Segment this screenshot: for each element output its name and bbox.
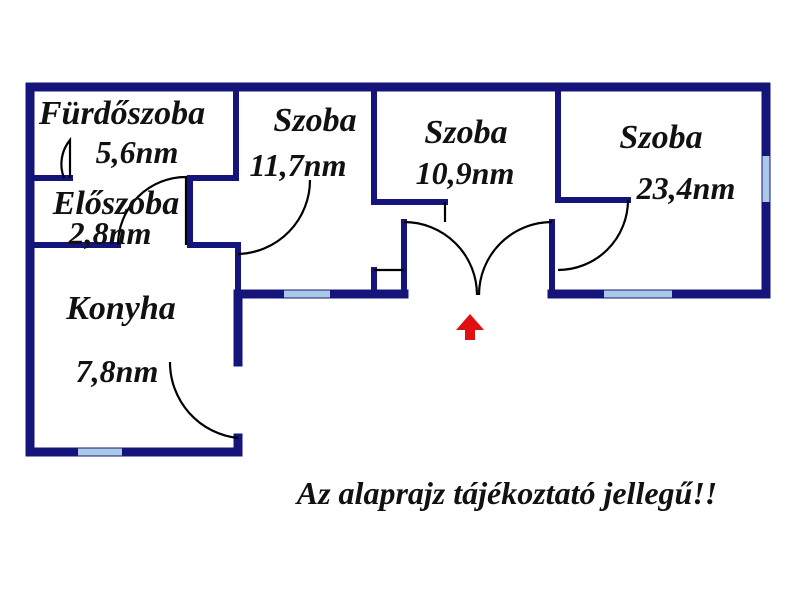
door-hall (116, 175, 188, 246)
door-room3 (557, 199, 630, 272)
door-entrance-right (477, 220, 553, 296)
door-entrance-left (403, 220, 479, 296)
bathroom-name: Fürdőszoba (38, 95, 205, 132)
room2-name: Szoba (424, 114, 507, 151)
door-room1 (237, 179, 312, 256)
room1-area: 11,7nm (250, 147, 347, 183)
disclaimer-note: Az alaprajz tájékoztató jellegű!! (295, 475, 717, 511)
kitchen-name: Konyha (65, 290, 176, 327)
door-kitchen (168, 361, 239, 440)
room3-area: 23,4nm (636, 170, 736, 206)
room3-name: Szoba (619, 119, 702, 156)
walls (25, 82, 771, 457)
room2-area: 10,9nm (416, 155, 515, 191)
hall-area: 2,8nm (68, 215, 152, 251)
room1-name: Szoba (273, 102, 356, 139)
kitchen-area: 7,8nm (76, 353, 159, 389)
hall-name: Előszoba (52, 185, 180, 222)
doors (60, 136, 630, 440)
door-bathroom (60, 136, 72, 179)
bathroom-area: 5,6nm (96, 134, 179, 170)
entrance-arrow-icon (456, 314, 484, 340)
windows (78, 156, 770, 456)
